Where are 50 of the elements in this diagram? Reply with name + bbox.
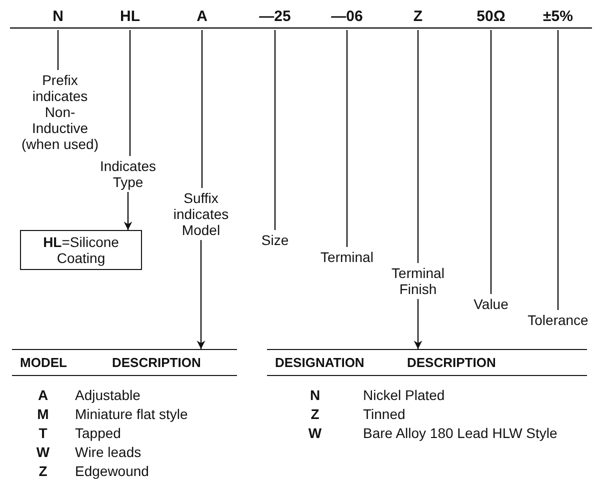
leader-line (346, 30, 348, 247)
callout-text: Terminal Finish (383, 265, 453, 297)
callout-text: Tolerance (523, 312, 593, 328)
callout-text: Prefix indicates Non-Inductive (when used) (20, 72, 100, 152)
leader-line (201, 30, 203, 188)
arrow (414, 299, 422, 349)
code-cell-text: T (38, 424, 48, 442)
code-cell-text: N (308, 386, 322, 404)
description-cell: Wire leads (75, 443, 142, 461)
callout-text: Indicates Type (83, 158, 173, 190)
part-code: Z (403, 8, 433, 26)
description-cell: Miniature flat style (75, 405, 188, 423)
leader-line (417, 30, 419, 263)
code-cell-text: W (307, 424, 323, 442)
code-cell-text: Z (310, 405, 320, 423)
part-code: HL (113, 8, 147, 26)
callout-text: Size (255, 232, 295, 248)
arrow (196, 240, 206, 349)
code-cell-text: A (36, 386, 50, 404)
description-cell: Nickel Plated (363, 386, 445, 404)
description-cell: Tapped (75, 424, 121, 442)
note-box: HL=Silicone Coating (20, 230, 142, 270)
description-cell: Edgewound (75, 462, 149, 480)
callout-text: Value (466, 296, 516, 312)
code-cell-text: W (35, 443, 51, 461)
part-code: —06 (325, 8, 369, 26)
code-cell-text: M (36, 405, 50, 423)
column-header: DESCRIPTION (407, 355, 496, 371)
leader-line (274, 30, 276, 230)
part-code: N (43, 8, 73, 26)
callout-text: Suffix indicates Model (165, 190, 237, 238)
code-cell-text: Z (38, 462, 48, 480)
column-header: DESCRIPTION (112, 355, 201, 371)
part-code: ±5% (536, 8, 580, 26)
leader-line (490, 30, 492, 294)
table-header (267, 349, 587, 376)
column-header: DESIGNATION (275, 355, 364, 371)
part-code: —25 (253, 8, 297, 26)
leader-line (129, 30, 131, 156)
callout-text: Terminal (312, 249, 382, 265)
part-code: 50Ω (471, 8, 511, 26)
leader-line (57, 30, 59, 70)
description-cell: Bare Alloy 180 Lead HLW Style (363, 424, 558, 442)
description-cell: Tinned (363, 405, 406, 423)
table-header (12, 349, 237, 376)
column-header: MODEL (20, 355, 67, 371)
part-code: A (187, 8, 217, 26)
description-cell: Adjustable (75, 386, 140, 404)
leader-line (557, 30, 559, 310)
arrow (124, 192, 132, 230)
